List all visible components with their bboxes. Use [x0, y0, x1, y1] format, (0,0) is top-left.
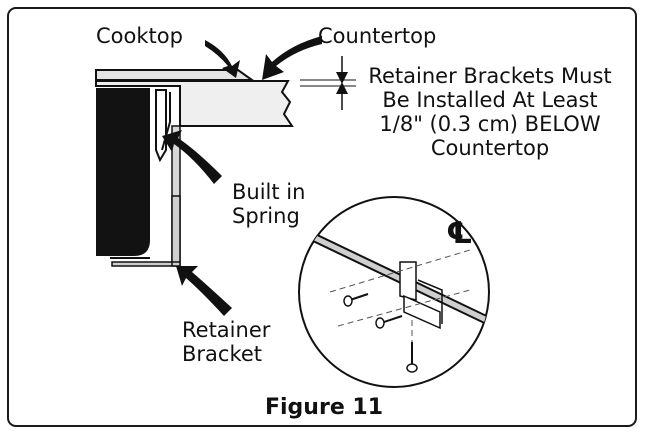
built-in-spring-label: Built in Spring [232, 180, 305, 228]
note-line: Retainer Brackets Must [368, 64, 612, 88]
bracket-label-line: Retainer [182, 318, 271, 342]
bracket-arrow [176, 266, 232, 316]
cooktop-arrow [205, 40, 240, 78]
spring-arrow [162, 130, 222, 184]
screw-middle [375, 315, 403, 329]
screw-lower [406, 342, 418, 373]
figure-border [7, 7, 637, 427]
cooktop-body [96, 88, 150, 256]
figure-caption: Figure 11 [264, 395, 384, 420]
countertop-label: Countertop [318, 24, 437, 48]
spring-label-line: Built in [232, 180, 306, 204]
note-line: Be Installed At Least [382, 88, 598, 112]
bracket-label-line: Bracket [182, 342, 263, 366]
countertop-slab [95, 80, 294, 127]
note-line: Countertop [430, 136, 550, 160]
cooktop-label: Cooktop [96, 24, 183, 48]
installation-note: Retainer Brackets Must Be Installed At L… [350, 64, 630, 160]
retainer-bracket-label: Retainer Bracket [182, 318, 270, 366]
countertop-arrow [262, 36, 322, 80]
detail-magnifier [298, 196, 490, 388]
spring-label-line: Spring [232, 204, 300, 228]
centerline-symbol: ℄ [446, 216, 473, 251]
note-line: 1/8" (0.3 cm) BELOW [379, 112, 601, 136]
built-in-spring [155, 89, 167, 163]
screw-upper [343, 293, 369, 307]
